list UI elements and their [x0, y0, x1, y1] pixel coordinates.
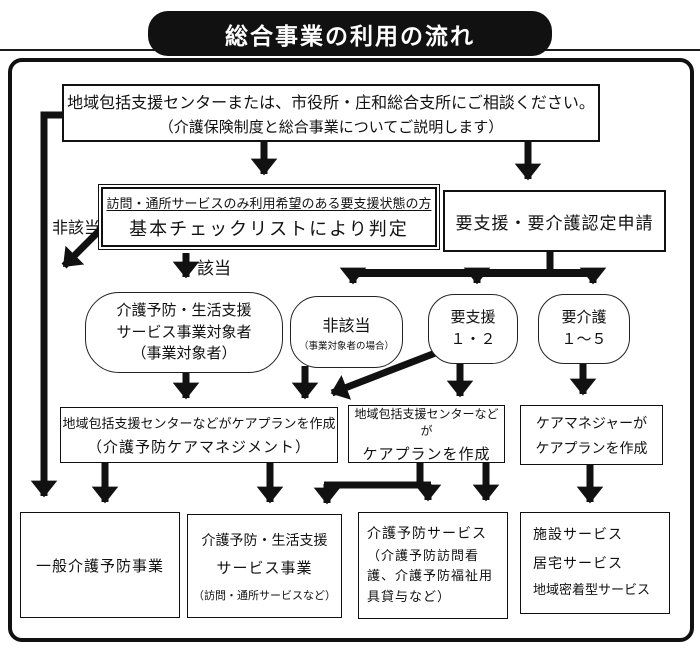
checklist-box: 訪問・通所サービスのみ利用希望のある要支援状態の方 基本チェックリストにより判定: [98, 184, 440, 250]
careplan-box-right: ケアマネジャーが ケアプランを作成: [520, 405, 663, 465]
careplan-line: 地域包括支援センターなどがケアプランを作成: [62, 417, 336, 432]
application-label: 要支援・要介護認定申請: [455, 213, 654, 234]
node-line: 非該当: [322, 316, 371, 335]
node-line: 介護予防・生活支援: [116, 300, 252, 319]
node-line: 要支援: [450, 308, 496, 327]
service-line: 一般介護予防事業: [35, 556, 164, 575]
service-line: （介護予防訪問看護、介護予防福祉用具貸与など）: [367, 549, 494, 605]
node-line: （事業対象者の場合）: [298, 341, 394, 352]
service-line: 居宅サービス: [533, 555, 623, 572]
node-higaito: 非該当 （事業対象者の場合）: [290, 296, 403, 368]
service-box-yobo: 介護予防サービス （介護予防訪問看護、介護予防福祉用具貸与など）: [358, 512, 508, 619]
node-line: １・２: [450, 330, 496, 348]
node-line: サービス事業対象者: [116, 322, 252, 341]
consult-line1: 地域包括支援センターまたは、市役所・庄和総合支所にご相談ください。: [67, 93, 595, 112]
careplan-line: ケアプランを作成: [535, 440, 648, 457]
application-box: 要支援・要介護認定申請: [443, 190, 666, 252]
checklist-line1: 訪問・通所サービスのみ利用希望のある要支援状態の方: [106, 197, 432, 212]
careplan-line: 地域包括支援センターなどが: [354, 406, 499, 438]
service-line: 介護予防サービス: [367, 526, 487, 543]
service-line: サービス事業: [216, 558, 313, 577]
service-line: 地域密着型サービス: [533, 583, 651, 599]
node-line: （事業対象者）: [131, 344, 237, 363]
node-line: 要介護: [561, 308, 607, 327]
page-title: 総合事業の利用の流れ: [225, 23, 475, 50]
diagram-border: [8, 58, 694, 642]
service-line: （訪問・通所サービスなど）: [193, 588, 336, 602]
node-line: １～５: [561, 330, 607, 348]
service-box-ippan: 一般介護予防事業: [20, 512, 180, 618]
consult-box: 地域包括支援センターまたは、市役所・庄和総合支所にご相談ください。 （介護保険制…: [62, 84, 600, 142]
node-yoshien: 要支援 １・２: [428, 294, 518, 364]
consult-line2: （介護保険制度と総合事業についてご説明します）: [158, 118, 504, 136]
node-yokaigo: 要介護 １～５: [538, 294, 630, 364]
careplan-box-left: 地域包括支援センターなどがケアプランを作成 （介護予防ケアマネジメント）: [60, 407, 338, 463]
service-box-shisetsu: 施設サービス 居宅サービス 地域密着型サービス: [520, 512, 670, 614]
service-line: 介護予防・生活支援: [201, 532, 328, 549]
careplan-box-middle: 地域包括支援センターなどが ケアプランを作成: [348, 405, 505, 463]
careplan-line: （介護予防ケアマネジメント）: [86, 438, 311, 456]
label-not-applicable: 非該当: [52, 218, 101, 237]
careplan-line: ケアマネジャーが: [535, 415, 648, 432]
service-box-seikatsu: 介護予防・生活支援 サービス事業 （訪問・通所サービスなど）: [187, 514, 342, 618]
service-line: 施設サービス: [533, 526, 623, 543]
checklist-line2: 基本チェックリストにより判定: [129, 219, 409, 240]
careplan-line: ケアプランを作成: [362, 444, 491, 463]
title-banner: 総合事業の利用の流れ: [148, 11, 552, 56]
node-jigyo-taishosha: 介護予防・生活支援 サービス事業対象者 （事業対象者）: [85, 292, 283, 373]
label-applicable: 該当: [197, 259, 231, 279]
